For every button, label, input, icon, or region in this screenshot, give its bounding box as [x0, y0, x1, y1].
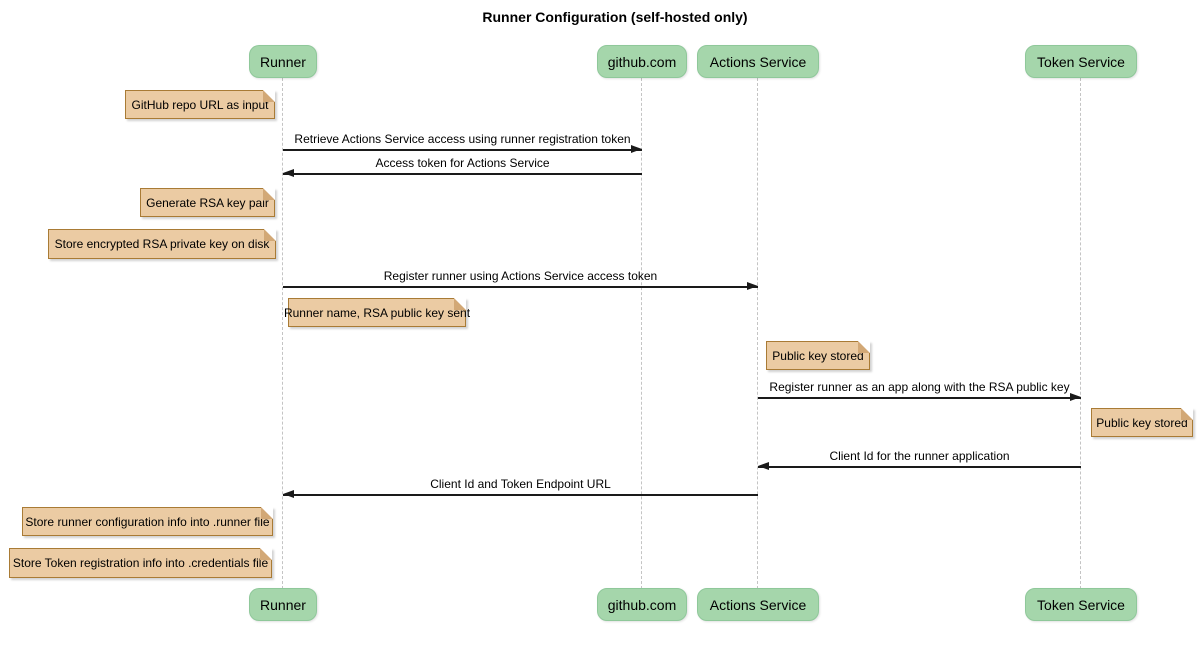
- participant-top-token-service: Token Service: [1025, 45, 1137, 78]
- arrowhead-icon: [631, 145, 642, 153]
- diagram-title: Runner Configuration (self-hosted only): [482, 9, 748, 25]
- message-line: [758, 397, 1081, 399]
- note: Generate RSA key pair: [140, 188, 275, 217]
- participant-top-actions-service: Actions Service: [697, 45, 819, 78]
- lifeline-runner: [282, 78, 283, 589]
- message-line: [283, 149, 642, 151]
- participant-top-github-com: github.com: [597, 45, 687, 78]
- note: Store Token registration info into .cred…: [9, 548, 272, 578]
- note: Public key stored: [766, 341, 870, 370]
- participant-bottom-token-service: Token Service: [1025, 588, 1137, 621]
- note: Public key stored: [1091, 408, 1193, 437]
- lifeline-token-service: [1080, 78, 1081, 589]
- message-line: [283, 286, 758, 288]
- message-line: [758, 466, 1081, 468]
- participant-bottom-actions-service: Actions Service: [697, 588, 819, 621]
- arrowhead-icon: [1070, 393, 1081, 401]
- lifeline-actions-service: [757, 78, 758, 589]
- note: Store encrypted RSA private key on disk: [48, 229, 276, 259]
- note: Runner name, RSA public key sent: [284, 298, 470, 327]
- participant-bottom-github-com: github.com: [597, 588, 687, 621]
- note: GitHub repo URL as input: [125, 90, 275, 119]
- lifeline-github-com: [641, 78, 642, 589]
- arrowhead-icon: [747, 282, 758, 290]
- participant-bottom-runner: Runner: [249, 588, 317, 621]
- message-label: Client Id and Token Endpoint URL: [430, 477, 611, 491]
- message-label: Register runner as an app along with the…: [769, 380, 1070, 394]
- message-label: Register runner using Actions Service ac…: [383, 269, 658, 283]
- message-label: Client Id for the runner application: [829, 449, 1010, 463]
- arrowhead-icon: [283, 490, 294, 498]
- arrowhead-icon: [758, 462, 769, 470]
- message-line: [283, 173, 642, 175]
- message-label: Access token for Actions Service: [375, 156, 550, 170]
- arrowhead-icon: [283, 169, 294, 177]
- note: Store runner configuration info into .ru…: [22, 507, 273, 536]
- message-line: [283, 494, 758, 496]
- message-label: Retrieve Actions Service access using ru…: [294, 132, 631, 146]
- participant-top-runner: Runner: [249, 45, 317, 78]
